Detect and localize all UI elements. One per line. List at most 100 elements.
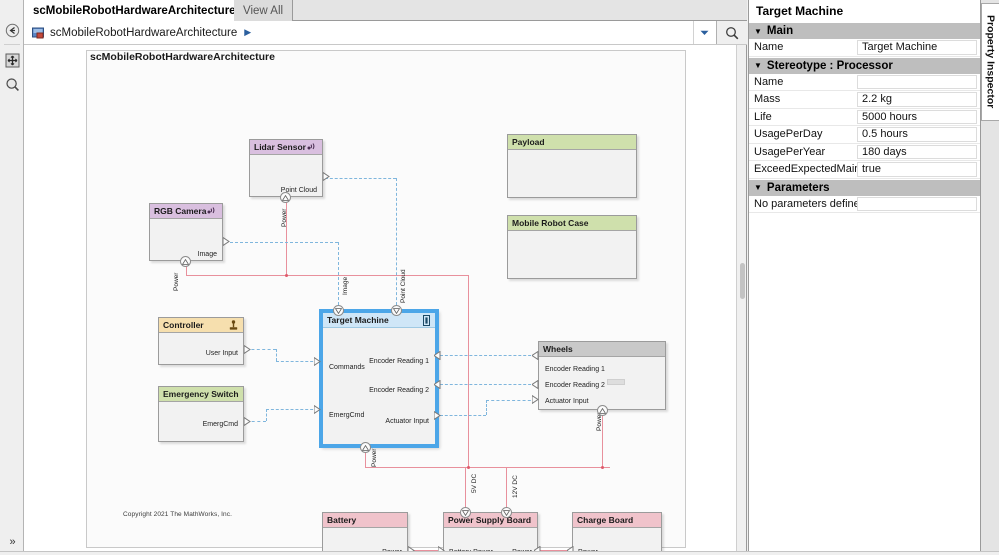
pi-section-main[interactable]: ▼ Main: [749, 22, 980, 39]
block-controller[interactable]: Controller User Input: [158, 317, 244, 365]
pi-value-usageperday[interactable]: 0.5 hours: [857, 127, 977, 142]
data-wire-emergcmd-h2: [266, 409, 318, 410]
in-port-encoder-reading-2[interactable]: [434, 380, 441, 389]
block-wheels[interactable]: Wheels Encoder Reading 1 Encoder Reading…: [538, 341, 666, 410]
block-header: Emergency Switch: [159, 387, 243, 402]
pi-row-usageperday: UsagePerDay 0.5 hours: [749, 126, 980, 144]
block-rgb-camera[interactable]: RGB Camera Image: [149, 203, 223, 261]
breadcrumb-arrow-icon[interactable]: ▶: [244, 27, 252, 37]
pi-key: Name: [749, 73, 857, 90]
in-port-emergcmd[interactable]: [314, 405, 321, 414]
pi-row-name: Name Target Machine: [749, 39, 980, 57]
pi-section-stereotype-processor[interactable]: ▼ Stereotype : Processor: [749, 56, 980, 74]
pi-section-label: Stereotype : Processor: [766, 59, 893, 72]
property-inspector-tab-inner[interactable]: Property Inspector: [981, 3, 999, 121]
property-inspector-tab[interactable]: Property Inspector: [980, 0, 999, 555]
zoom-icon[interactable]: [3, 75, 22, 94]
block-body: Encoder Reading 1 Encoder Reading 2 Actu…: [539, 357, 665, 408]
tab-scmobilerobothardwarearchitecture[interactable]: scMobileRobotHardwareArchitecture: [24, 0, 246, 22]
block-decoration: [607, 379, 625, 385]
block-mobile-robot-case[interactable]: Mobile Robot Case: [507, 215, 637, 279]
pi-value-no-parameters: [857, 196, 977, 211]
pi-value-life[interactable]: 5000 hours: [857, 109, 977, 124]
in-port-actuator-input-wheels[interactable]: [532, 395, 539, 404]
phys-port-12vdc[interactable]: [501, 507, 512, 518]
power-wire-12vdc: [506, 467, 507, 512]
breadcrumb-label[interactable]: scMobileRobotHardwareArchitecture: [50, 26, 238, 39]
pi-value-name[interactable]: Target Machine: [857, 40, 977, 55]
pi-row-life: Life 5000 hours: [749, 108, 980, 126]
out-port-image[interactable]: [223, 237, 230, 246]
port-label-encoder-reading-1: Encoder Reading 1: [545, 366, 605, 373]
diagram-title: scMobileRobotHardwareArchitecture: [90, 51, 275, 63]
block-power-supply-board[interactable]: Power Supply Board Battery Power Power: [443, 512, 538, 555]
out-port-point-cloud[interactable]: [323, 172, 330, 181]
block-emergency-switch[interactable]: Emergency Switch EmergCmd: [158, 386, 244, 442]
pi-key: No parameters defined: [749, 195, 857, 212]
block-title: Mobile Robot Case: [512, 218, 589, 228]
search-icon: [726, 26, 739, 39]
phys-port-power-tm[interactable]: [360, 442, 371, 453]
status-bar: [0, 551, 999, 555]
expand-chevron-icon: »: [9, 535, 16, 548]
antenna-icon: [307, 142, 318, 154]
tab-label: scMobileRobotHardwareArchitecture: [33, 4, 236, 17]
power-bus-top: [186, 275, 468, 276]
data-wire-actuator-h2: [486, 400, 536, 401]
block-body: [508, 150, 636, 196]
phys-port-power-lidar[interactable]: [280, 192, 291, 203]
data-wire-emergcmd-h1: [246, 421, 266, 422]
block-body: EmergCmd: [159, 402, 243, 440]
back-icon[interactable]: [3, 21, 22, 40]
pi-key: UsagePerDay: [749, 126, 857, 143]
processor-icon: [422, 315, 431, 328]
phys-port-point-cloud-tm[interactable]: [391, 305, 402, 316]
block-header: Payload: [508, 135, 636, 150]
data-wire-emergcmd-v: [266, 409, 267, 421]
in-port-commands[interactable]: [314, 357, 321, 366]
power-wire-target-machine: [365, 447, 366, 467]
wire-label-image: Image: [342, 276, 349, 295]
breadcrumb: scMobileRobotHardwareArchitecture ▶: [24, 21, 747, 45]
block-payload[interactable]: Payload: [507, 134, 637, 198]
block-target-machine[interactable]: Target Machine Commands EmergCmd Encoder…: [320, 310, 438, 447]
pi-row-stereotype-name: Name: [749, 73, 980, 91]
pi-value-mass[interactable]: 2.2 kg: [857, 92, 977, 107]
pi-key: Life: [749, 108, 857, 125]
out-port-actuator-input[interactable]: [434, 411, 441, 420]
pi-value-stereotype-name[interactable]: [857, 74, 977, 89]
search-button[interactable]: [716, 21, 747, 44]
canvas-toolbar: »: [0, 0, 24, 555]
block-battery[interactable]: Battery Power: [322, 512, 408, 555]
block-charge-board[interactable]: Charge Board Power: [572, 512, 662, 555]
architecture-canvas[interactable]: scMobileRobotHardwareArchitecture Copyri…: [24, 45, 747, 555]
phys-port-power-camera[interactable]: [180, 256, 191, 267]
out-port-encoder-reading-1-wheels[interactable]: [532, 351, 539, 360]
data-wire-userinput-h2: [276, 361, 318, 362]
phys-port-5vdc[interactable]: [460, 507, 471, 518]
fit-to-view-icon[interactable]: [3, 51, 22, 70]
wire-label-power: Power: [173, 272, 180, 291]
expand-panel-button[interactable]: »: [4, 533, 21, 550]
tab-view-all[interactable]: View All: [234, 0, 294, 21]
block-lidar-sensor[interactable]: Lidar Sensor Point Cloud: [249, 139, 323, 197]
caret-down-icon: ▼: [754, 61, 762, 70]
canvas-vertical-scrollbar[interactable]: [736, 45, 747, 555]
in-port-encoder-reading-1[interactable]: [434, 351, 441, 360]
port-label-encoder-reading-2: Encoder Reading 2: [369, 387, 429, 394]
pi-value-exceedexpectedmaintenance[interactable]: true: [857, 162, 977, 177]
out-port-user-input[interactable]: [244, 345, 251, 354]
pi-section-parameters[interactable]: ▼ Parameters: [749, 178, 980, 196]
data-wire-userinput-v: [276, 349, 277, 361]
breadcrumb-dropdown-button[interactable]: [693, 21, 715, 44]
scrollbar-thumb[interactable]: [740, 263, 745, 299]
phys-port-image-tm[interactable]: [333, 305, 344, 316]
block-header: Lidar Sensor: [250, 140, 322, 155]
out-port-emergcmd[interactable]: [244, 417, 251, 426]
out-port-encoder-reading-2-wheels[interactable]: [532, 380, 539, 389]
pi-value-usageperyear[interactable]: 180 days: [857, 144, 977, 159]
phys-port-power-wheels[interactable]: [597, 405, 608, 416]
chevron-down-icon: [700, 30, 709, 35]
port-label-user-input: User Input: [205, 350, 238, 357]
